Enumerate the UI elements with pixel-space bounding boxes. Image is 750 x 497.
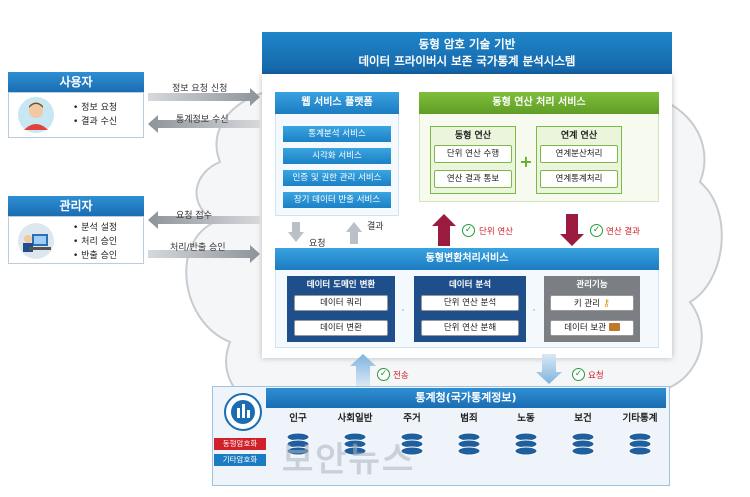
bureau-arrows — [350, 354, 562, 386]
db-category-label: 범죄 — [460, 413, 478, 424]
storage-icon — [608, 323, 620, 331]
admin-box: 분석 설정 처리 승인 반출 승인 — [8, 216, 144, 264]
user-item-1: 정보 요청 — [73, 101, 117, 115]
request-down-arrow-bottom — [536, 354, 562, 384]
svc-export[interactable]: 장기 데이터 반출 서비스 — [283, 192, 391, 208]
admin-item-1: 분석 설정 — [73, 221, 117, 235]
result-up-arrow — [346, 222, 362, 244]
label-info-request: 정보 요청 신청 — [172, 84, 228, 94]
homo-transform-arrows — [432, 214, 584, 246]
web-platform-title: 웹 서비스 플랫폼 — [275, 92, 399, 114]
manage-item-2: 데이터 보관 — [564, 323, 607, 333]
label-request-receive: 요청 접수 — [176, 211, 212, 221]
label-process-approve: 처리/반출 승인 — [170, 243, 226, 253]
plus-sign: + — [519, 152, 533, 171]
homo-ops-title: 동형 연산 처리 서비스 — [419, 92, 659, 114]
db-column: 노동 — [498, 410, 554, 460]
db-column: 범죄 — [441, 410, 497, 460]
admin-computer-icon — [18, 223, 54, 259]
domain-item-2: 데이터 변환 — [294, 320, 388, 336]
bureau-title: 통계청(국가통계정보) — [266, 388, 666, 408]
link-op-item-1: 연계분산처리 — [540, 145, 618, 163]
analysis-item-1: 단위 연산 분석 — [421, 295, 519, 311]
database-icon — [400, 432, 424, 456]
link-op-title: 연계 연산 — [560, 131, 598, 141]
link-op-item-2: 연계통계처리 — [540, 170, 618, 188]
database-icon — [457, 432, 481, 456]
unit-op-up-arrow — [432, 214, 456, 246]
db-category-label: 주거 — [403, 413, 421, 424]
db-column: 주거 — [384, 410, 440, 460]
user-header: 사용자 — [8, 72, 144, 92]
homo-op-item-2: 연산 결과 통보 — [434, 170, 512, 188]
badge-homo-enc: 동형암호화 — [214, 438, 266, 450]
dot-sep-1: · — [401, 306, 405, 316]
web-transform-arrows — [288, 222, 362, 244]
dot-sep-2: · — [532, 306, 536, 316]
db-category-label: 기타통계 — [622, 413, 658, 424]
arrow-right-2 — [148, 245, 260, 263]
domain-item-1: 데이터 쿼리 — [294, 295, 388, 311]
analysis-title: 데이터 분석 — [448, 280, 492, 290]
arrow-left-1 — [148, 115, 260, 133]
analysis-item-2: 단위 연산 분해 — [421, 320, 519, 336]
database-icon — [571, 432, 595, 456]
system-title: 동형 암호 기술 기반 데이터 프라이버시 보존 국가통계 분석시스템 — [262, 32, 672, 74]
homo-op-item-1: 단위 연산 수행 — [434, 145, 512, 163]
manage-title: 관리기능 — [576, 280, 608, 290]
label-stat-receive: 통계정보 수신 — [176, 115, 229, 125]
arrow-left-2 — [148, 211, 260, 229]
db-category-label: 노동 — [517, 413, 535, 424]
badge-other-enc: 기타암호화 — [214, 454, 266, 466]
arrow-right-1 — [148, 88, 260, 106]
db-category-label: 사회일반 — [337, 413, 373, 424]
label-op-result: 연산 결과 — [606, 227, 640, 237]
admin-item-2: 처리 승인 — [73, 235, 117, 249]
label-transfer: 전송 — [393, 371, 409, 381]
db-category-label: 보건 — [574, 413, 592, 424]
admin-item-3: 반출 승인 — [73, 249, 117, 263]
label-result-up: 결과 — [367, 222, 384, 232]
homo-op-title: 동형 연산 — [454, 131, 492, 141]
check-icon-request: ✓ — [572, 368, 585, 381]
title-line2: 데이터 프라이버시 보존 국가통계 분석시스템 — [358, 54, 576, 68]
db-column: 사회일반 — [327, 410, 383, 460]
check-icon-op-result: ✓ — [590, 224, 603, 237]
title-line1: 동형 암호 기술 기반 — [418, 37, 516, 51]
op-result-down-arrow — [560, 214, 584, 246]
actor-arrows — [148, 88, 260, 263]
db-category-label: 인구 — [289, 413, 307, 424]
db-column: 기타통계 — [612, 410, 668, 460]
check-icon-unit-op: ✓ — [462, 224, 475, 237]
db-column: 보건 — [555, 410, 611, 460]
transform-title: 동형변환처리서비스 — [275, 248, 659, 270]
key-icon: ⚷ — [602, 298, 611, 309]
database-icon — [343, 432, 367, 456]
svc-stat-analysis[interactable]: 통계분석 서비스 — [283, 126, 391, 142]
database-icon — [628, 432, 652, 456]
admin-header: 관리자 — [8, 196, 144, 216]
request-down-arrow — [288, 222, 304, 242]
user-avatar-icon — [18, 97, 54, 133]
watermark-text: 보안뉴스 — [282, 440, 416, 480]
check-icon-transfer: ✓ — [377, 368, 390, 381]
bureau-logo-icon — [224, 393, 262, 431]
svc-visualization[interactable]: 시각화 서비스 — [283, 148, 391, 164]
database-icon — [286, 432, 310, 456]
user-box: 정보 요청 결과 수신 — [8, 92, 144, 138]
label-unit-op: 단위 연산 — [479, 227, 513, 237]
database-icon — [514, 432, 538, 456]
domain-title: 데이터 도메인 변환 — [306, 280, 376, 290]
db-column: 인구 — [270, 410, 326, 460]
manage-item-1: 키 관리 — [573, 299, 601, 309]
label-request-bottom: 요청 — [588, 371, 604, 381]
manage-storage-item: 데이터 보관 — [550, 320, 634, 336]
user-item-2: 결과 수신 — [73, 115, 117, 129]
svc-auth[interactable]: 인증 및 권한 관리 서비스 — [283, 170, 391, 186]
label-request-down: 요청 — [309, 239, 326, 249]
manage-key-item: 키 관리 ⚷ — [550, 295, 634, 311]
transfer-up-arrow — [350, 354, 376, 386]
